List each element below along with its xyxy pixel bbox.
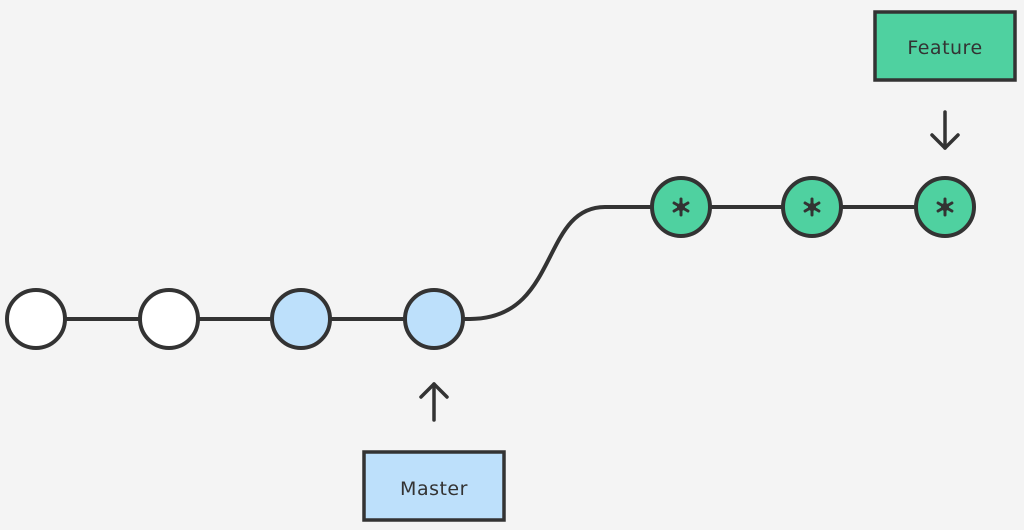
commit-node-c4[interactable]	[403, 288, 465, 350]
commit-circle	[138, 288, 200, 350]
feature-label-box	[873, 10, 1017, 82]
master-branch-label[interactable]: Master	[362, 450, 506, 522]
commit-node-f2[interactable]	[781, 176, 843, 238]
commit-nodes	[5, 176, 976, 350]
feature-label-text: Feature	[907, 37, 982, 59]
branch-lines	[36, 205, 945, 321]
asterisk-icon	[936, 197, 954, 217]
master-label-text: Master	[400, 478, 468, 500]
branch-curve	[434, 205, 945, 321]
master-label-box	[362, 450, 506, 522]
commit-node-c3[interactable]	[270, 288, 332, 350]
commit-node-f3[interactable]	[914, 176, 976, 238]
commit-circle	[5, 288, 67, 350]
asterisk-icon	[672, 197, 690, 217]
commit-node-c2[interactable]	[138, 288, 200, 350]
feature-pointer: Feature	[873, 10, 1017, 150]
master-pointer: Master	[362, 382, 506, 522]
commit-node-f1[interactable]	[650, 176, 712, 238]
commit-node-c1[interactable]	[5, 288, 67, 350]
commit-circle	[270, 288, 332, 350]
arrow-down-icon	[930, 110, 960, 150]
asterisk-icon	[803, 197, 821, 217]
commit-circle	[403, 288, 465, 350]
feature-branch-label[interactable]: Feature	[873, 10, 1017, 82]
arrow-up-icon	[419, 382, 449, 422]
